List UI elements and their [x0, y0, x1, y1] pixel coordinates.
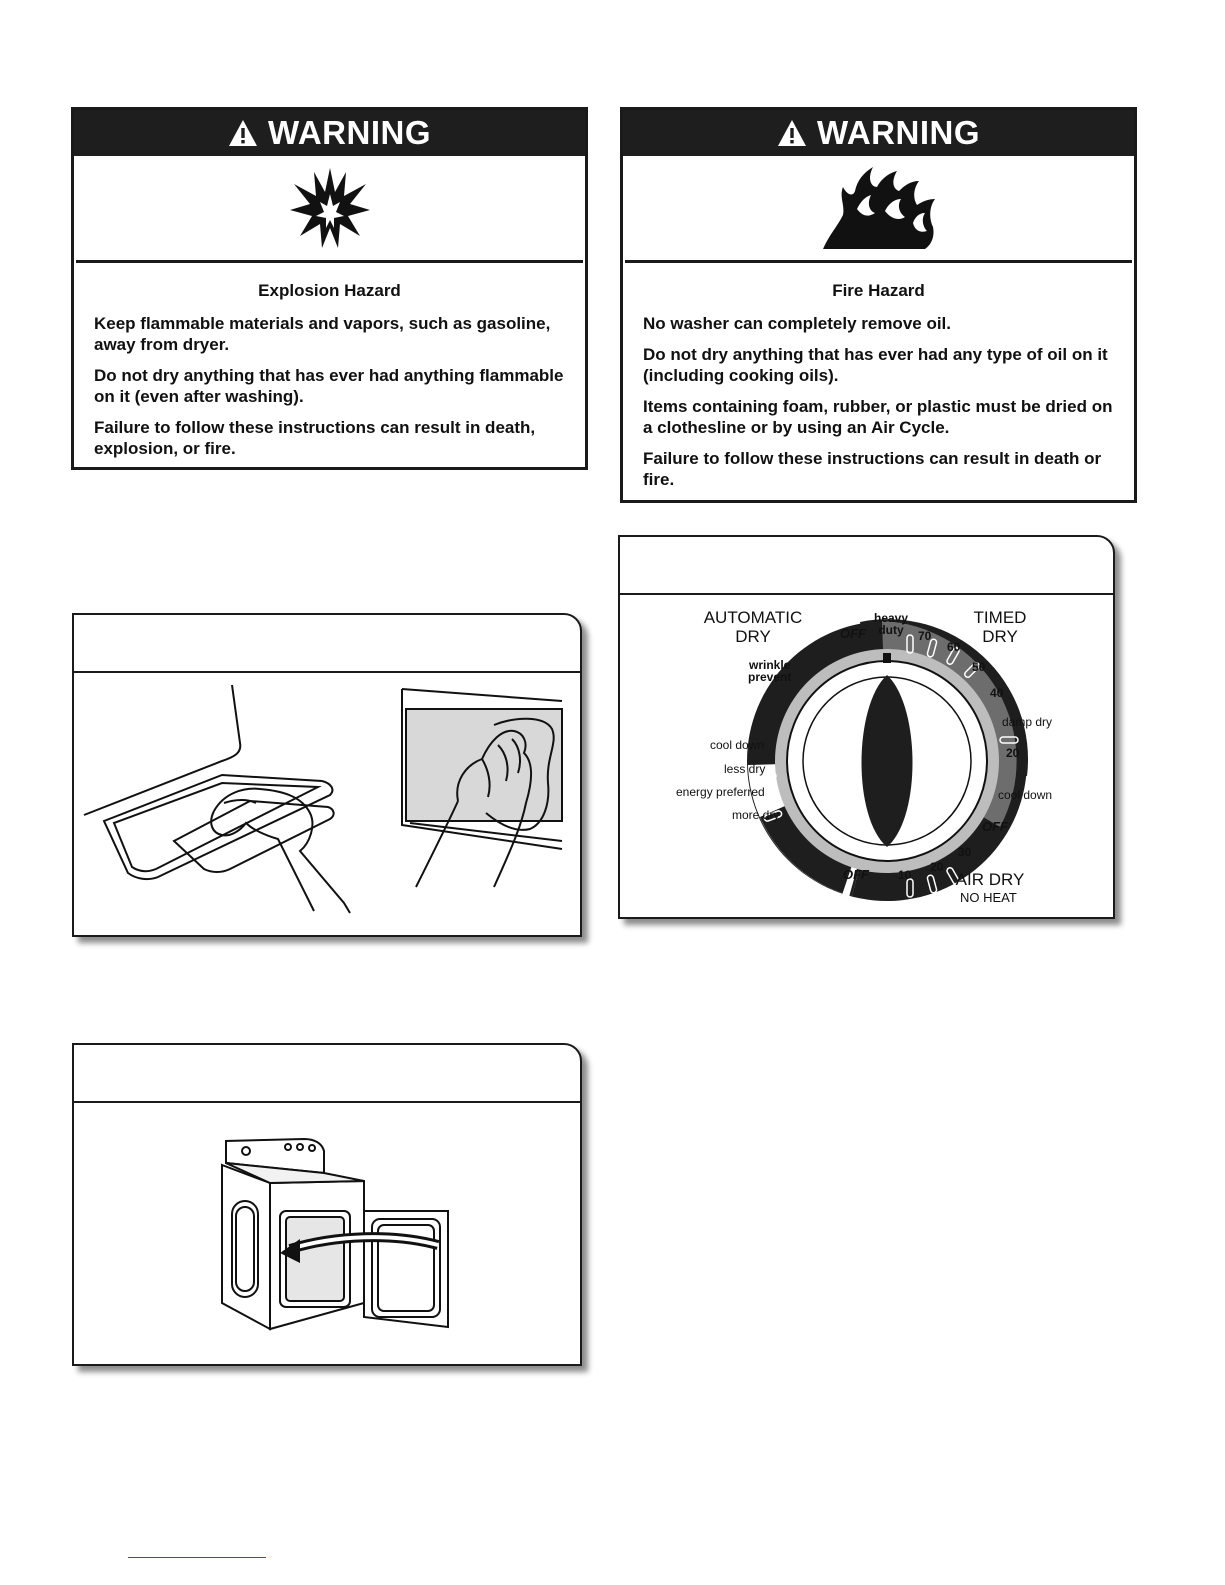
- time-50-label: 50: [972, 660, 986, 674]
- more-dry-label: more dry: [732, 808, 780, 822]
- panel-body: [74, 1103, 580, 1366]
- lint-screen-panel: [72, 613, 582, 937]
- off-label-right: OFF: [982, 819, 1008, 834]
- explosion-warning-text: Explosion Hazard Keep flammable material…: [74, 263, 585, 479]
- warning-line: Do not dry anything that has ever had an…: [643, 345, 1108, 385]
- panel-header: [620, 537, 1113, 595]
- warning-line: Do not dry anything that has ever had an…: [94, 366, 564, 406]
- cool-down-auto-label: cool down: [710, 738, 765, 752]
- automatic-dry-title: AUTOMATIC DRY: [703, 608, 803, 646]
- warning-header: WARNING: [74, 110, 585, 156]
- warning-line: No washer can completely remove oil.: [643, 314, 952, 333]
- hazard-title: Explosion Hazard: [258, 281, 401, 300]
- no-heat-label: NO HEAT: [960, 890, 1017, 905]
- explosion-icon-area: [76, 156, 583, 263]
- warning-triangle-icon: [778, 120, 806, 146]
- dryer-door-panel: [72, 1043, 582, 1366]
- warning-line: Failure to follow these instructions can…: [643, 449, 1102, 489]
- less-dry-label: less dry: [724, 762, 766, 776]
- time-60-label: 60: [947, 640, 961, 654]
- cool-down-timed-label: cool down: [998, 788, 1053, 802]
- fire-icon-area: [625, 156, 1132, 263]
- explosion-icon: [289, 168, 370, 248]
- time-20-label: 20: [1006, 746, 1020, 760]
- air-10-label: 10: [898, 868, 912, 882]
- panel-header: [74, 1045, 580, 1103]
- explosion-warning-box: WARNING Explosion Hazard Keep flammable …: [71, 107, 588, 470]
- air-20-label: 20: [930, 860, 944, 874]
- fire-icon: [822, 167, 935, 249]
- panel-body: [74, 673, 580, 937]
- warning-line: Items containing foam, rubber, or plasti…: [643, 397, 1113, 437]
- energy-preferred-label: energy preferred: [676, 785, 765, 799]
- heavy-duty-label: heavy duty: [874, 611, 909, 637]
- panel-header: [74, 615, 580, 673]
- air-dry-title: AIR DRY: [955, 870, 1025, 889]
- fire-warning-box: WARNING Fire Hazard No washer can comple…: [620, 107, 1137, 503]
- timed-dry-title: TIMED DRY: [973, 608, 1027, 646]
- fire-warning-text: Fire Hazard No washer can completely rem…: [623, 263, 1134, 510]
- time-70-label: 70: [918, 629, 932, 643]
- lint-screen-illustration: [83, 684, 563, 914]
- off-label-bottom: OFF: [843, 867, 869, 882]
- damp-dry-label: damp dry: [1002, 715, 1053, 729]
- dial-body: AUTOMATIC DRY TIMED DRY OFF heavy duty 7…: [620, 595, 1113, 921]
- warning-header: WARNING: [623, 110, 1134, 156]
- control-dial-panel: AUTOMATIC DRY TIMED DRY OFF heavy duty 7…: [618, 535, 1115, 919]
- warning-line: Failure to follow these instructions can…: [94, 418, 536, 458]
- footer-link-underline[interactable]: [128, 1557, 266, 1558]
- warning-line: Keep flammable materials and vapors, suc…: [94, 314, 551, 354]
- warning-triangle-icon: [229, 120, 257, 146]
- off-label-top: OFF: [840, 626, 866, 641]
- wrinkle-prevent-label: wrinkle prevent: [748, 658, 792, 684]
- air-30-label: 30: [958, 845, 972, 859]
- hazard-title: Fire Hazard: [832, 281, 925, 300]
- dryer-dial[interactable]: [620, 595, 1113, 921]
- dryer-door-illustration: [221, 1137, 449, 1331]
- time-40-label: 40: [990, 686, 1004, 700]
